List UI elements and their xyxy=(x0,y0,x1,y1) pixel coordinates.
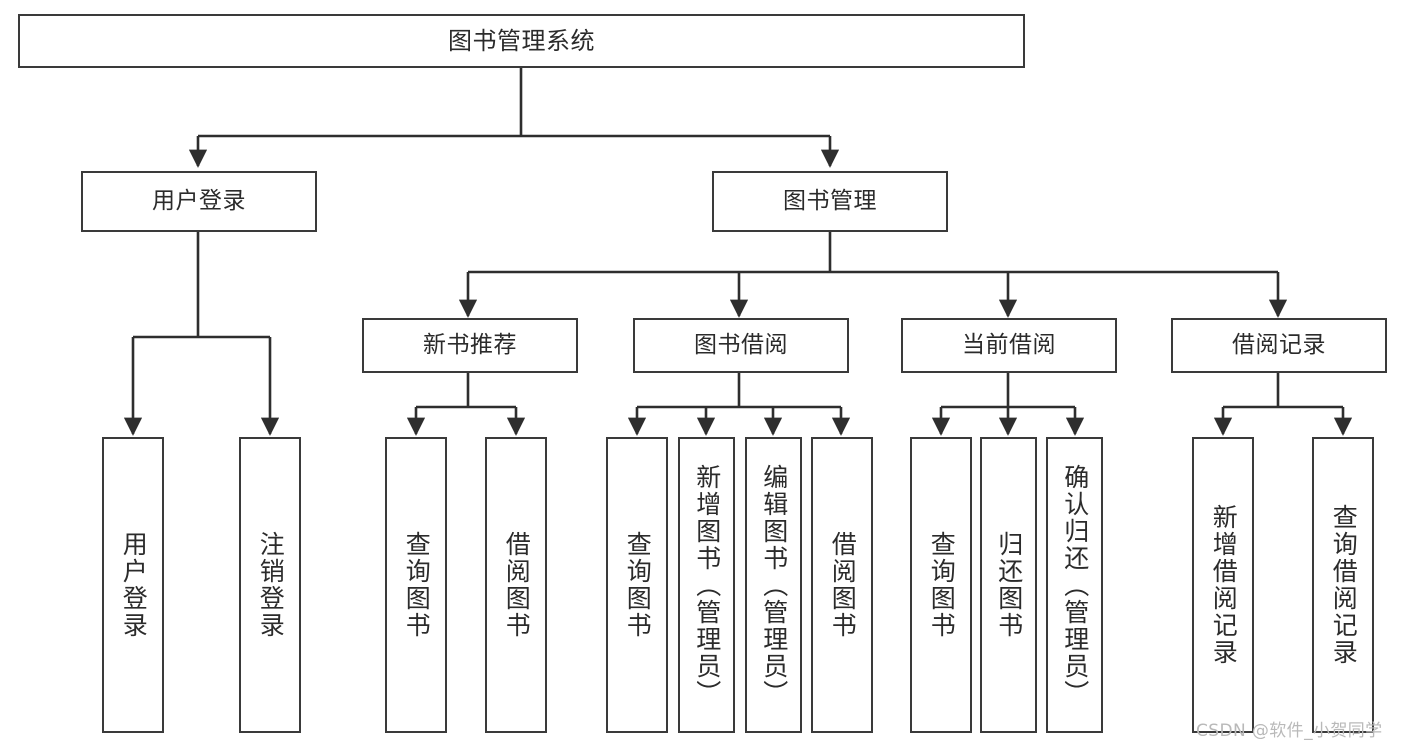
node-root-book-management-system[interactable]: 图书管理系统 xyxy=(18,14,1025,68)
csdn-watermark: CSDN @软件_小贺同学 xyxy=(1196,721,1383,741)
node-leaf-query-book-borrow[interactable]: 查询图书 xyxy=(606,437,668,733)
node-book-borrow[interactable]: 图书借阅 xyxy=(633,318,849,373)
node-label: 当前借阅 xyxy=(962,331,1056,358)
node-leaf-borrow-book[interactable]: 借阅图书 xyxy=(811,437,873,733)
node-label: 归还图书 xyxy=(994,531,1024,639)
node-label: 查询图书 xyxy=(402,531,432,639)
node-label: 查询图书 xyxy=(623,531,653,639)
node-label: 借阅图书 xyxy=(828,531,858,639)
node-leaf-return-book[interactable]: 归还图书 xyxy=(980,437,1037,733)
node-leaf-borrow-book-recommend[interactable]: 借阅图书 xyxy=(485,437,547,733)
node-leaf-query-book-recommend[interactable]: 查询图书 xyxy=(385,437,447,733)
node-label: 查询借阅记录 xyxy=(1329,504,1359,666)
node-leaf-confirm-return[interactable]: 确认归还（管理员） xyxy=(1046,437,1103,733)
node-label: 用户登录 xyxy=(152,187,246,214)
node-leaf-query-borrow-record[interactable]: 查询借阅记录 xyxy=(1312,437,1374,733)
node-new-book-recommend[interactable]: 新书推荐 xyxy=(362,318,578,373)
node-label: 编辑图书（管理员） xyxy=(759,463,789,707)
node-label: 图书借阅 xyxy=(694,331,788,358)
node-leaf-add-book[interactable]: 新增图书（管理员） xyxy=(678,437,735,733)
node-book-management[interactable]: 图书管理 xyxy=(712,171,948,232)
node-leaf-edit-book[interactable]: 编辑图书（管理员） xyxy=(745,437,802,733)
node-leaf-user-login[interactable]: 用户登录 xyxy=(102,437,164,733)
node-label: 注销登录 xyxy=(256,531,286,639)
node-user-login[interactable]: 用户登录 xyxy=(81,171,317,232)
node-label: 新书推荐 xyxy=(423,331,517,358)
node-leaf-query-book-current[interactable]: 查询图书 xyxy=(910,437,972,733)
node-label: 新增借阅记录 xyxy=(1209,504,1239,666)
node-label: 借阅图书 xyxy=(502,531,532,639)
node-label: 确认归还（管理员） xyxy=(1060,463,1090,707)
node-label: 查询图书 xyxy=(927,531,957,639)
node-label: 新增图书（管理员） xyxy=(692,463,722,707)
node-borrow-record[interactable]: 借阅记录 xyxy=(1171,318,1387,373)
node-label: 图书管理系统 xyxy=(448,26,595,55)
node-leaf-add-borrow-record[interactable]: 新增借阅记录 xyxy=(1192,437,1254,733)
node-leaf-logout-login[interactable]: 注销登录 xyxy=(239,437,301,733)
node-label: 图书管理 xyxy=(783,187,877,214)
node-label: 用户登录 xyxy=(119,531,149,639)
node-label: 借阅记录 xyxy=(1232,331,1326,358)
node-current-borrow[interactable]: 当前借阅 xyxy=(901,318,1117,373)
